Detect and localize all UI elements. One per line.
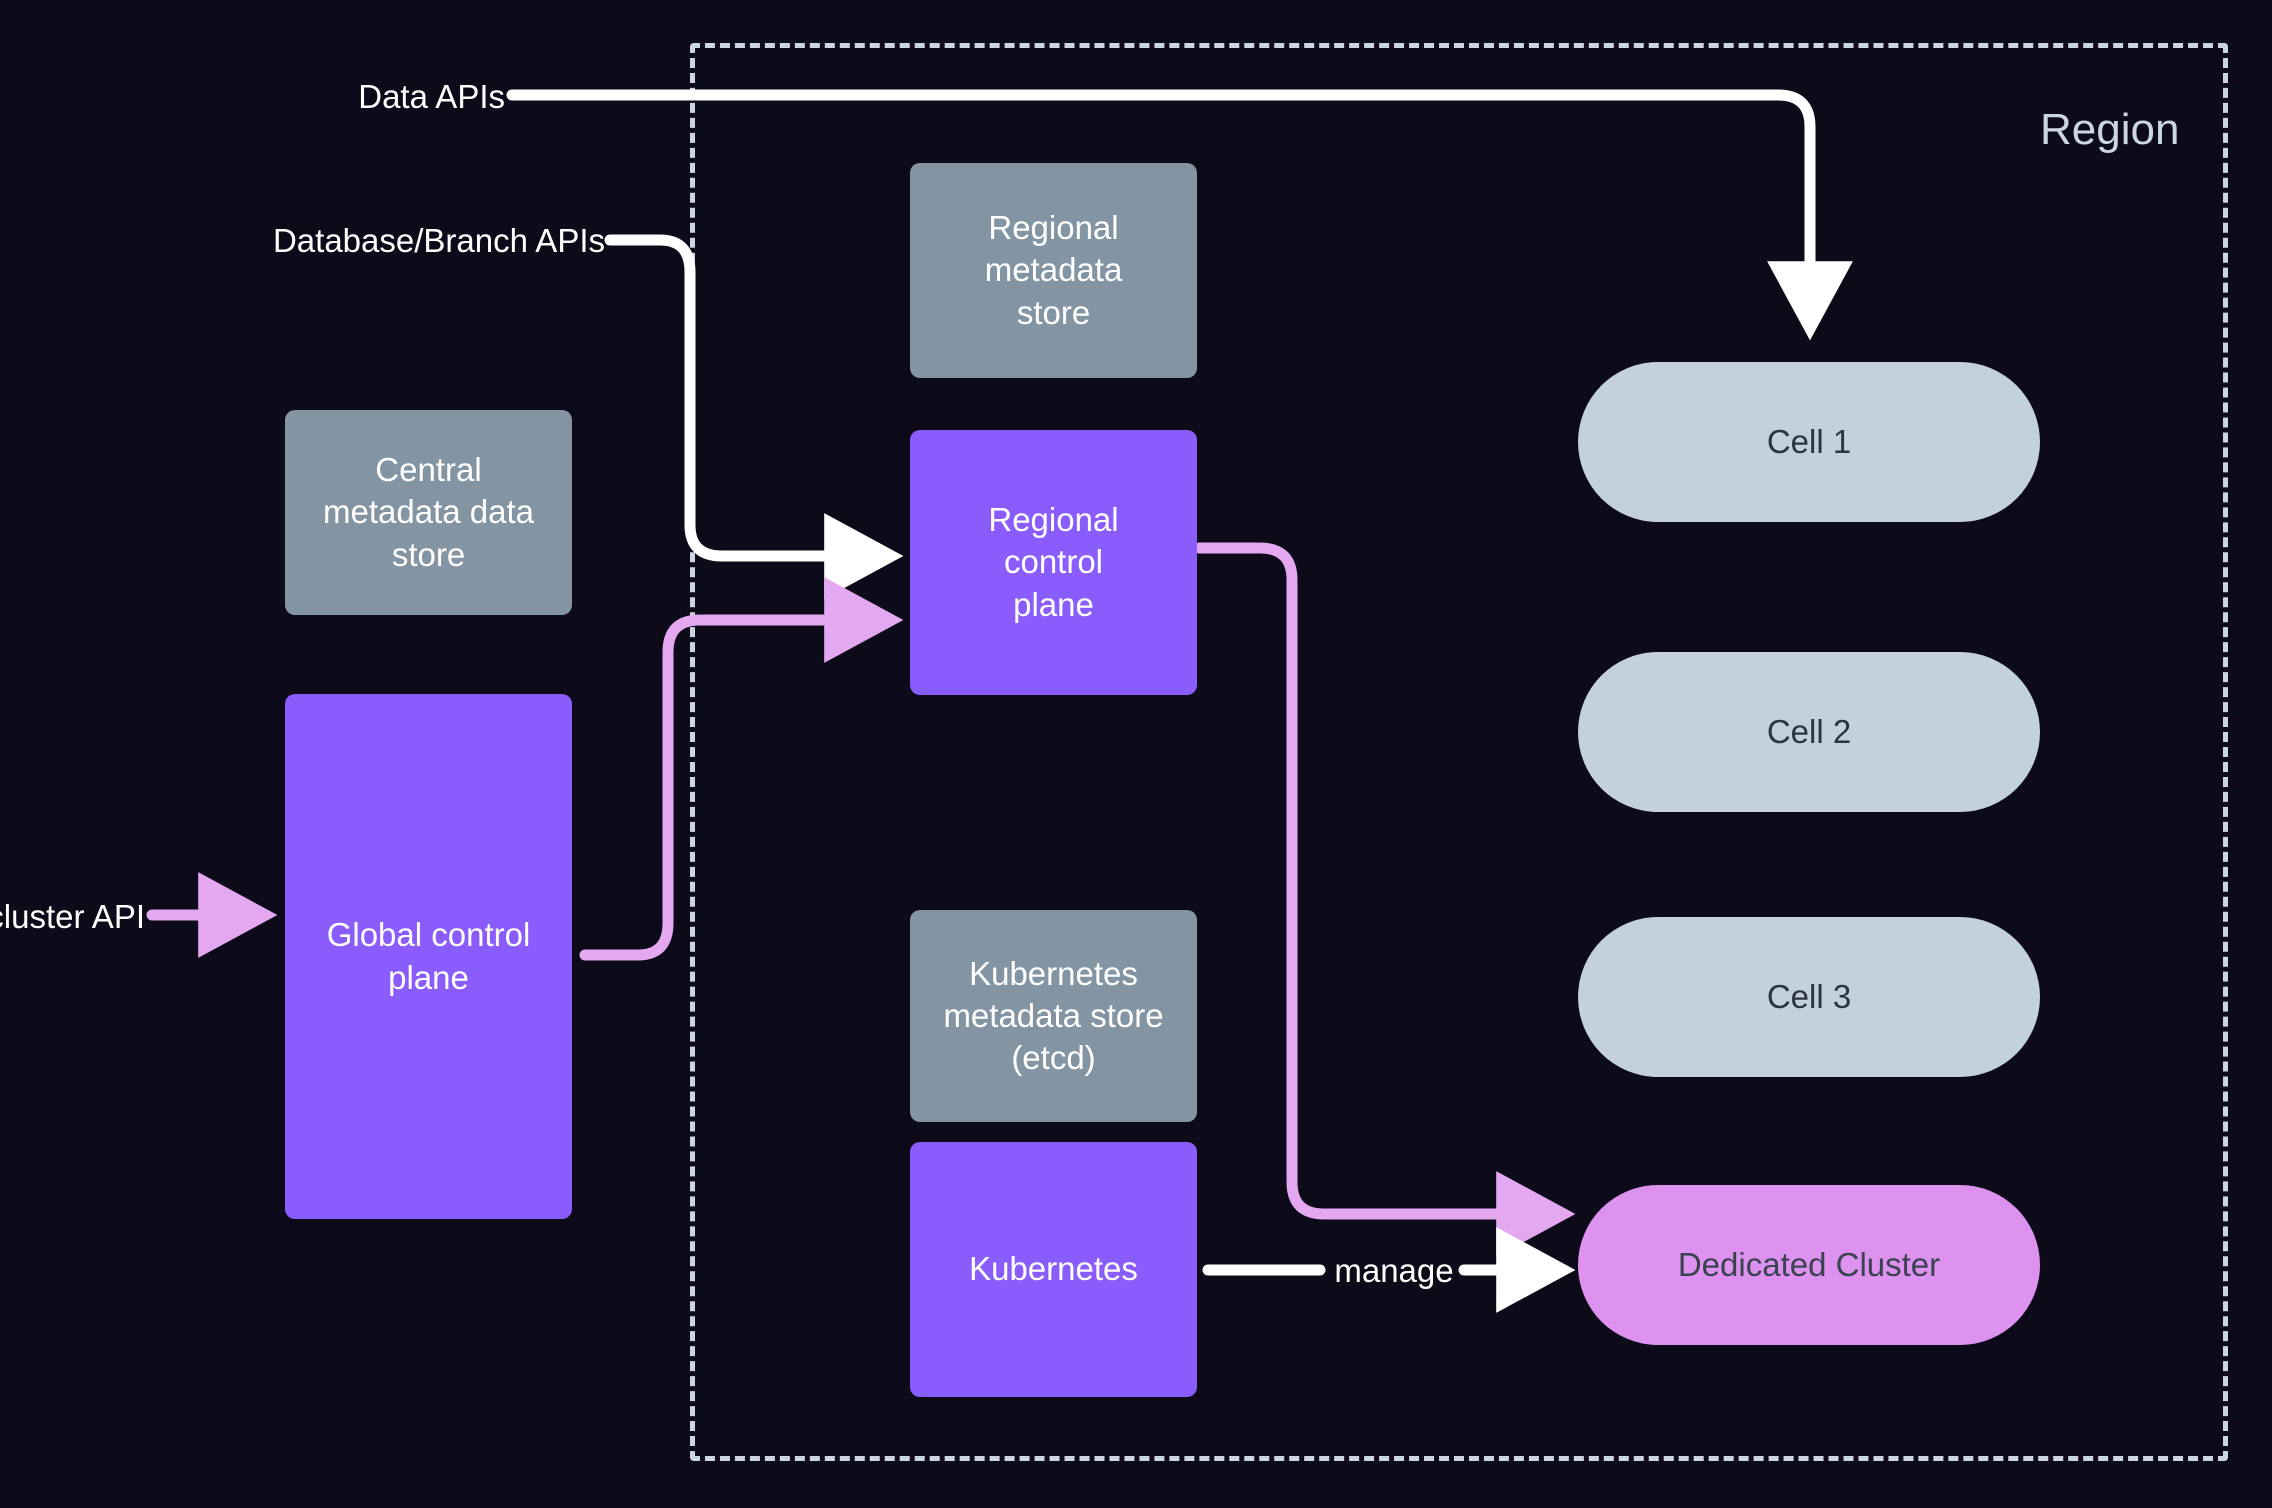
label-database-branch-apis: Database/Branch APIs	[272, 222, 605, 259]
node-kubernetes-label: Kubernetes	[969, 1250, 1138, 1288]
node-cell-1-label: Cell 1	[1766, 422, 1852, 460]
node-central-metadata-data-store[interactable]: Central metadata data store	[285, 410, 572, 615]
node-dedicated-cluster[interactable]: Dedicated Cluster	[1578, 1185, 2040, 1345]
node-kubernetes[interactable]: Kubernetes	[910, 1142, 1197, 1397]
node-kubernetes-metadata-store[interactable]: Kubernetes metadata store (etcd)	[910, 910, 1197, 1122]
edge-label-manage: manage	[1334, 1252, 1454, 1289]
node-global-control-plane-label: Global control plane	[326, 916, 531, 996]
node-kubernetes-metadata-store-label: Kubernetes metadata store (etcd)	[943, 954, 1164, 1077]
node-regional-control-plane-label: Regional control plane	[988, 501, 1119, 623]
node-cell-3[interactable]: Cell 3	[1578, 917, 2040, 1077]
node-cell-2[interactable]: Cell 2	[1578, 652, 2040, 812]
region-title: Region	[2040, 105, 2180, 154]
node-regional-metadata-store[interactable]: Regional metadata store	[910, 163, 1197, 378]
node-global-control-plane[interactable]: Global control plane	[285, 694, 572, 1219]
node-regional-control-plane[interactable]: Regional control plane	[910, 430, 1197, 695]
node-cell-3-label: Cell 3	[1766, 977, 1852, 1015]
node-cell-1[interactable]: Cell 1	[1578, 362, 2040, 522]
node-regional-metadata-store-label: Regional metadata store	[984, 209, 1123, 331]
label-data-apis: Data APIs	[358, 78, 505, 115]
node-central-metadata-data-store-label: Central metadata data store	[323, 451, 534, 573]
node-dedicated-cluster-label: Dedicated Cluster	[1677, 1245, 1941, 1283]
label-cluster-api: cluster API	[0, 898, 145, 935]
node-cell-2-label: Cell 2	[1766, 712, 1852, 750]
